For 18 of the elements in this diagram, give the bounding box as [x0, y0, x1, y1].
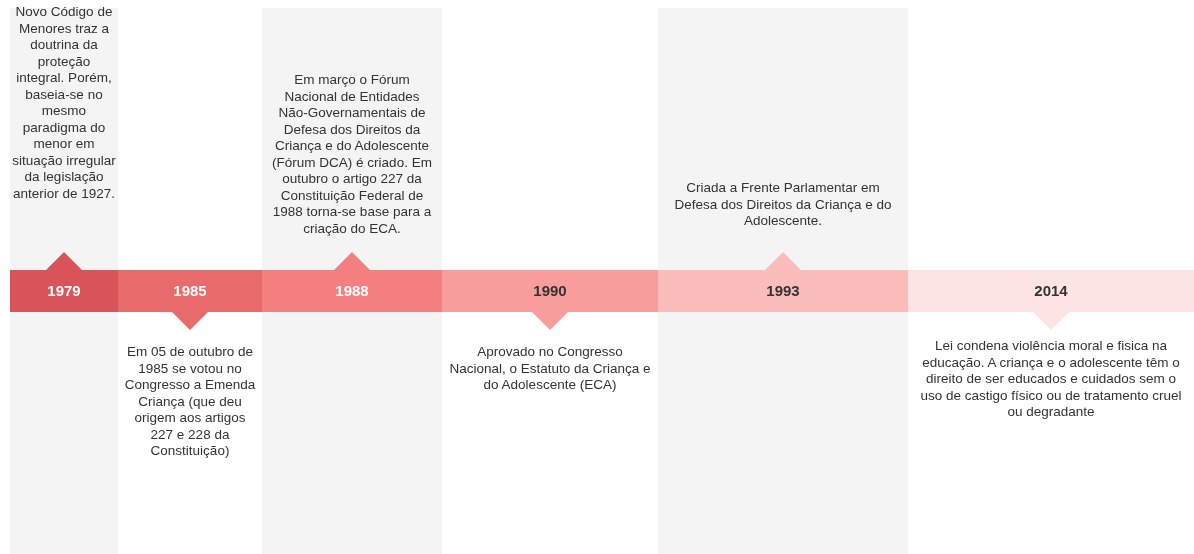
- year-label: 2014: [1033, 281, 1069, 301]
- event-description: Em 05 de outubro de 1985 se votou no Congresso a Emenda Criança (que deu origem aos artigos 227 e 228 da Constituição): [123, 344, 257, 460]
- year-label: 1985: [172, 281, 208, 301]
- event-description: Novo Código de Menores traz a doutrina da proteção integral. Porém, baseia-se no mesmo paradigma do menor em situação irregular da legislação anterior de 1927.: [12, 4, 116, 202]
- event-description: Lei condena violência moral e fisica na educação. A criança e o adolescente têm o direito de ser educados e cuidados sem o uso de castigo físico ou de tratamento cruel ou degradante: [919, 338, 1183, 421]
- timeline-segment: [262, 252, 442, 312]
- timeline-segment: [10, 252, 118, 312]
- event-description: Em março o Fórum Nacional de Entidades Não-Governamentais de Defesa dos Direitos da Criança e do Adolescente (Fórum DCA) é criado. Em outubro o artigo 227 da Constituição Federal de 1988 torna-se base para a criação do ECA.: [271, 72, 433, 237]
- event-description: Criada a Frente Parlamentar em Defesa dos Direitos da Criança e do Adolescente.: [673, 180, 893, 230]
- event-description: Aprovado no Congresso Nacional, o Estatuto da Criança e do Adolescente (ECA): [448, 344, 652, 394]
- timeline-segment: [908, 270, 1194, 330]
- timeline-segment: [118, 270, 262, 330]
- timeline-segment: [442, 270, 658, 330]
- timeline-segment: [658, 252, 908, 312]
- year-label: 1993: [765, 281, 801, 301]
- year-label: 1988: [334, 281, 370, 301]
- year-label: 1979: [46, 281, 82, 301]
- year-label: 1990: [532, 281, 568, 301]
